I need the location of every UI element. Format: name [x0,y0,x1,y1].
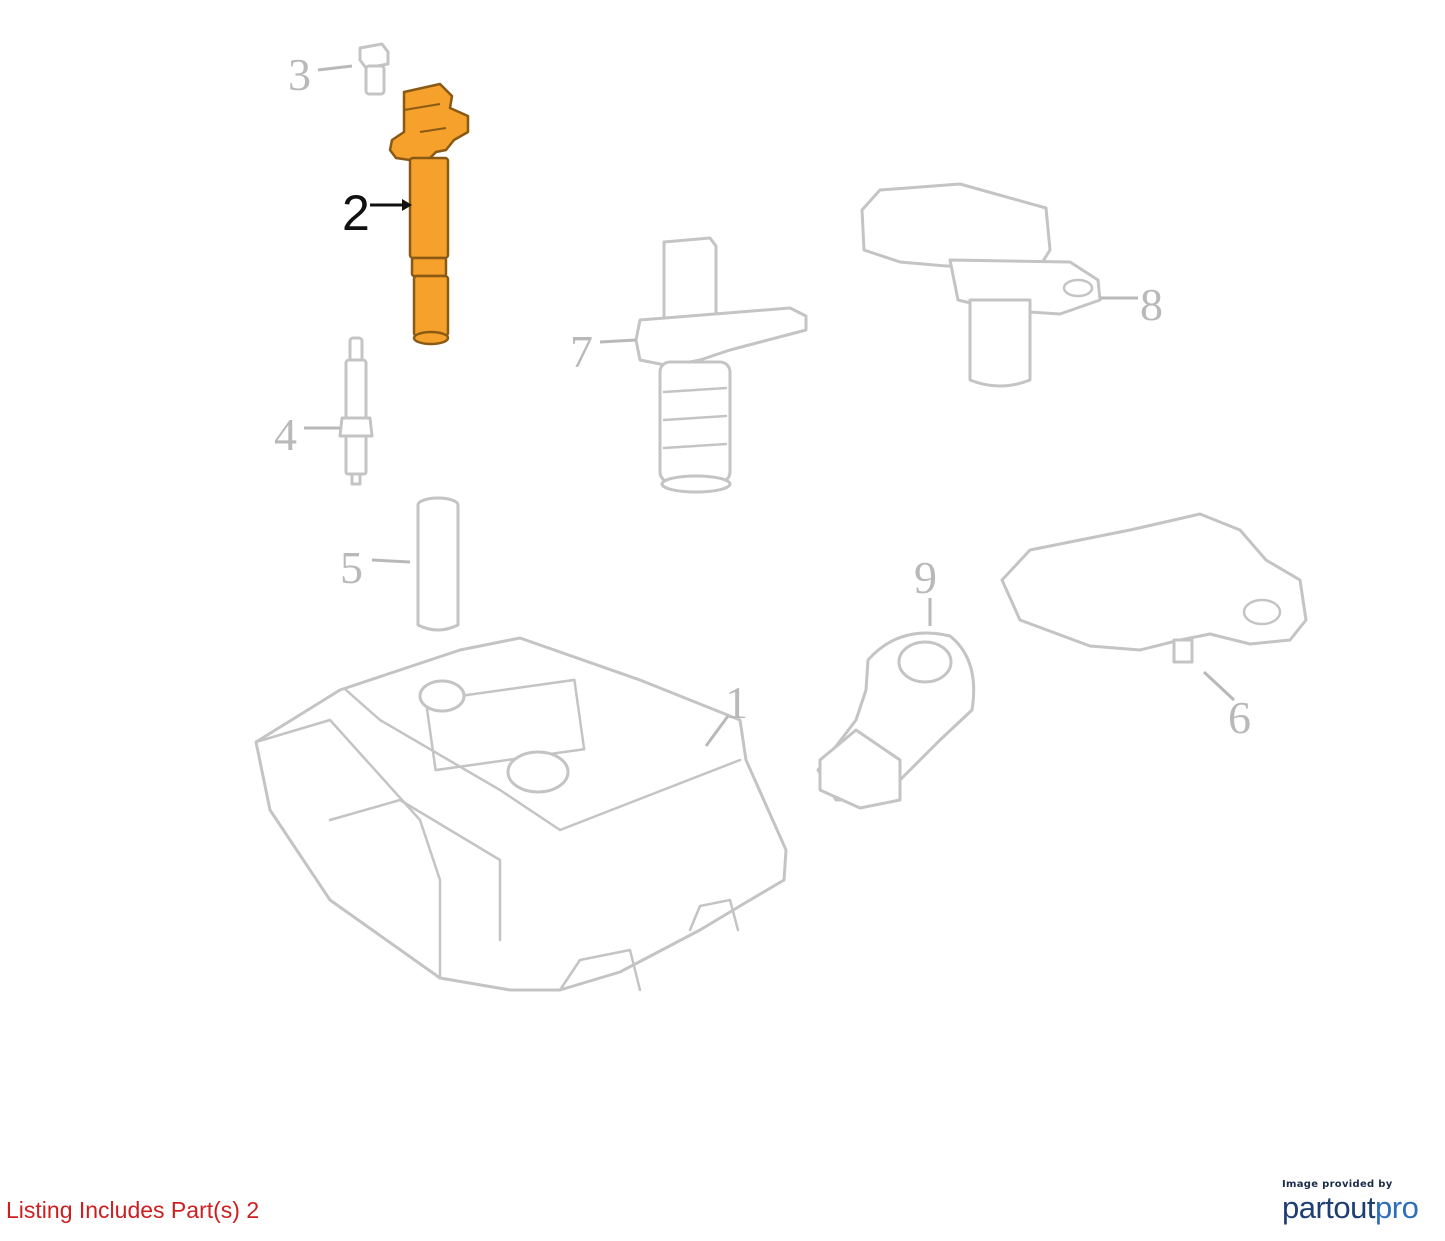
callout-6: 6 [1228,692,1251,743]
callout-7: 7 [570,326,593,377]
callout-2: 2 [342,185,370,241]
part-1-ecu [254,636,788,992]
part-8-crank-sensor [860,182,1102,388]
callout-4: 4 [274,409,297,460]
brand-text-main: partout [1282,1190,1376,1225]
part-4-spark-plug [338,336,374,486]
part-7-position-sensor [634,236,808,494]
callout-3: 3 [288,49,311,100]
callout-8: 8 [1140,279,1163,330]
arrow-6 [1202,670,1236,702]
brand-text-accent: pro [1375,1190,1419,1225]
part-2-ignition-coil[interactable] [388,82,470,346]
arrow-7 [599,338,637,344]
image-credit: Image provided by partoutpro [1282,1179,1432,1226]
arrowhead-2 [402,199,412,211]
credit-line: Image provided by [1282,1179,1393,1190]
part-6-map-sensor [1000,512,1308,664]
callout-9: 9 [914,552,937,603]
listing-note: Listing Includes Part(s) 2 [6,1197,260,1223]
arrow-3 [317,64,353,72]
part-9-knock-sensor [816,631,976,810]
callout-1: 1 [725,677,748,728]
callout-5: 5 [340,542,363,593]
arrow-5 [371,558,411,564]
part-3-bolt [358,42,390,96]
arrow-1 [704,715,730,747]
brand-logo: partoutpro [1282,1190,1432,1226]
part-5-tube [416,496,460,632]
